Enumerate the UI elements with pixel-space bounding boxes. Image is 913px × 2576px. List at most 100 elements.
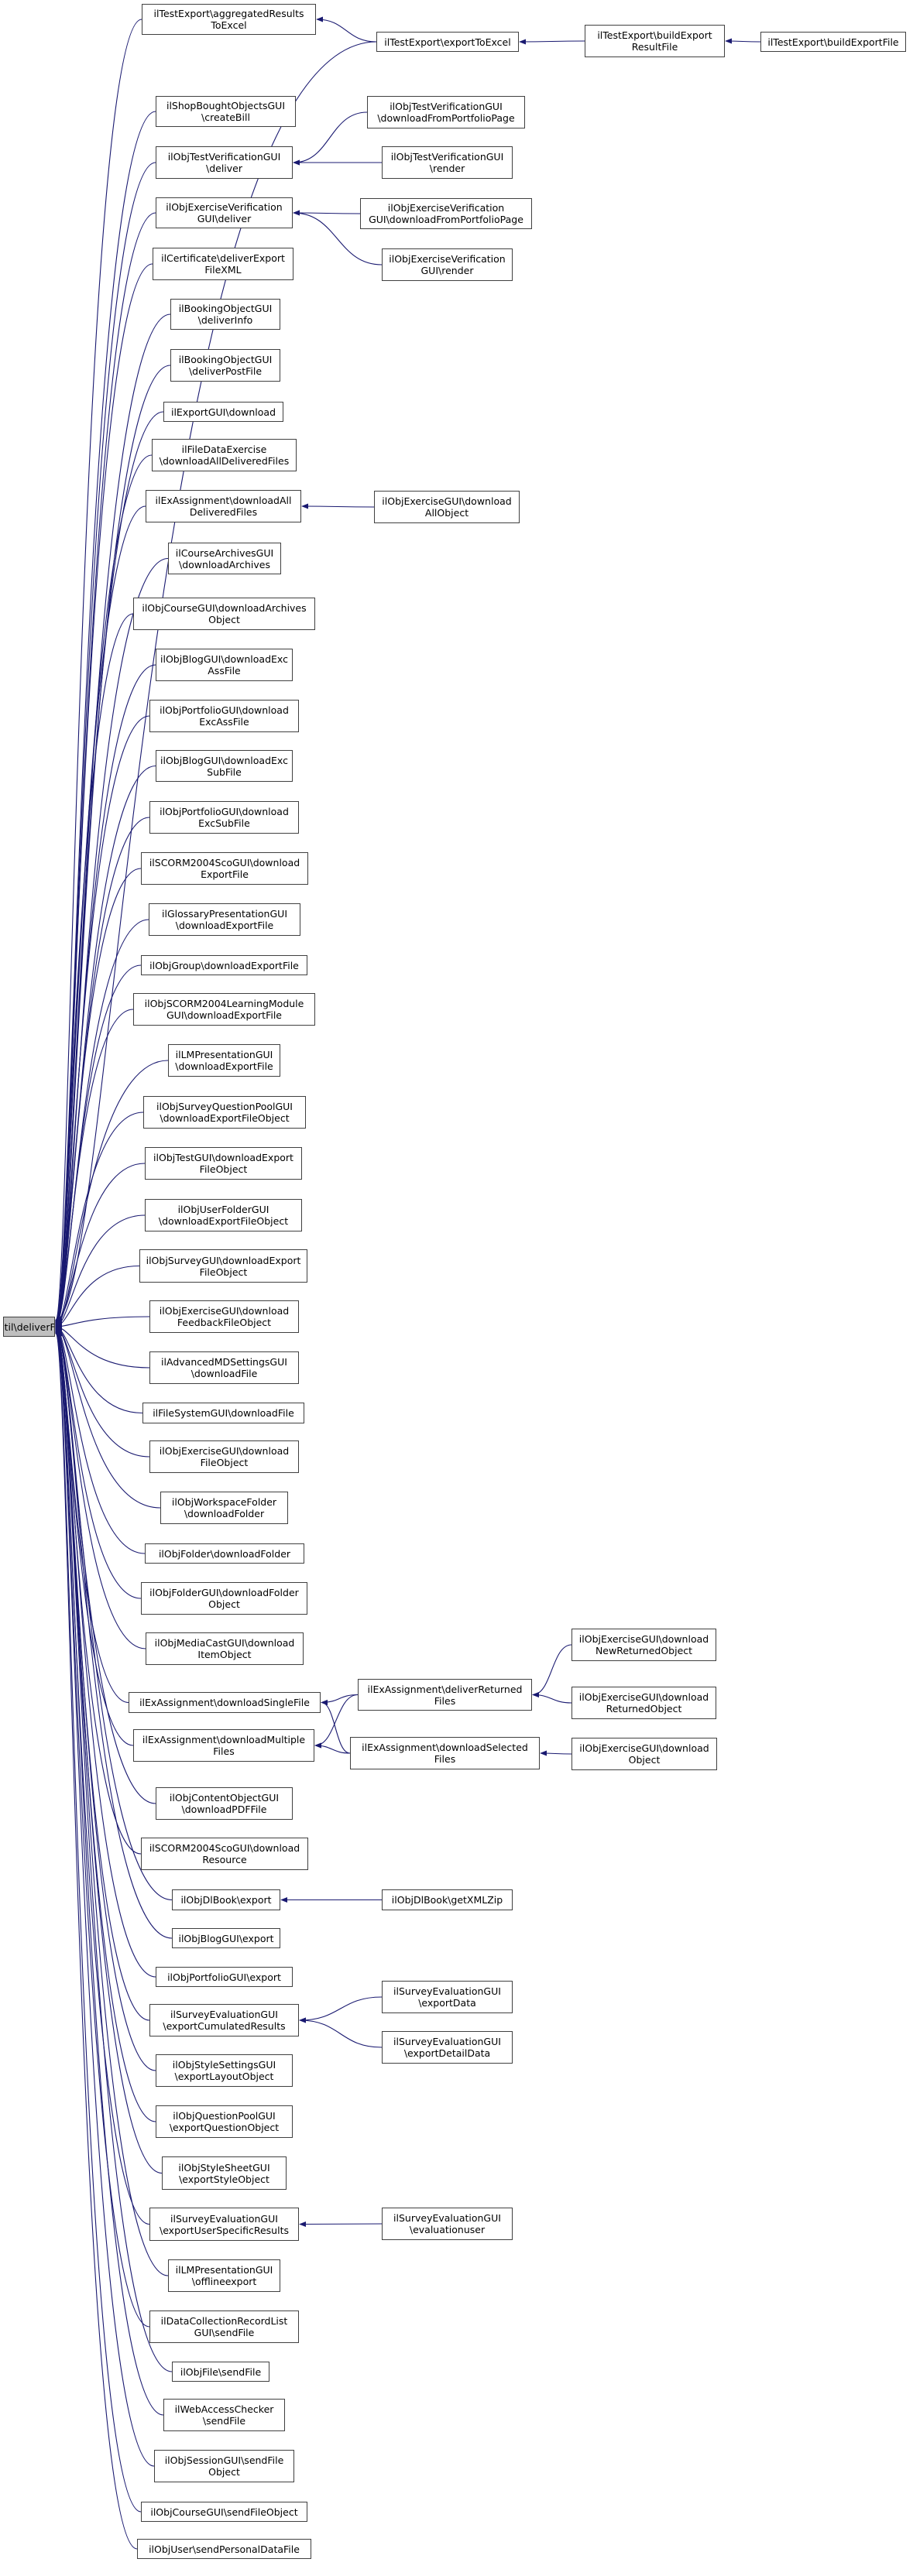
graph-node-bookingPost[interactable]: ilBookingObjectGUI\deliverPostFile (170, 349, 280, 382)
node-label: ilObjTestGUI\downloadExport (153, 1152, 293, 1163)
edge-portExport-to-root (55, 1327, 156, 1978)
graph-node-courseSend[interactable]: ilObjCourseGUI\sendFileObject (141, 2502, 307, 2522)
graph-node-userSend[interactable]: ilObjUser\sendPersonalDataFile (137, 2539, 311, 2559)
graph-node-fileDataAll[interactable]: ilFileDataExercise\downloadAllDeliveredF… (152, 439, 297, 471)
node-label: FileObject (199, 1163, 248, 1175)
node-label: ilObjFolder\downloadFolder (158, 1547, 291, 1560)
graph-node-surveyEvalUser[interactable]: ilSurveyEvaluationGUI\evaluationuser (382, 2208, 513, 2240)
node-label: SubFile (207, 766, 242, 778)
graph-node-dlBookExport[interactable]: ilObjDlBook\export (172, 1889, 280, 1910)
node-label: ilObjStyleSheetGUI (178, 2161, 270, 2174)
graph-node-fileSend[interactable]: ilObjFile\sendFile (172, 2362, 269, 2382)
node-label: \downloadPDFFile (181, 1804, 267, 1815)
graph-node-surveyCumulated[interactable]: ilSurveyEvaluationGUI\exportCumulatedRes… (149, 2004, 299, 2036)
graph-node-contentPDF[interactable]: ilObjContentObjectGUI\downloadPDFFile (156, 1787, 293, 1820)
node-label: ilLMPresentationGUI (175, 2264, 273, 2276)
edge-exVerPortfolio-to-exVerDeliver (293, 210, 361, 216)
node-label: ilGlossaryPresentationGUI (162, 908, 287, 920)
graph-node-lmPres[interactable]: ilLMPresentationGUI\downloadExportFile (168, 1044, 280, 1077)
node-label: ilSurveyEvaluationGUI (170, 2212, 278, 2225)
node-label: ilObjExerciseGUI\download (578, 1633, 709, 1645)
graph-node-group[interactable]: ilObjGroup\downloadExportFile (141, 955, 307, 975)
node-label: ilObjExerciseGUI\download (159, 1445, 290, 1457)
node-label: ilObjExerciseGUI\download (382, 495, 512, 507)
graph-node-glossary[interactable]: ilGlossaryPresentationGUI\downloadExport… (149, 903, 300, 936)
graph-node-portExport[interactable]: ilObjPortfolioGUI\export (156, 1967, 293, 1987)
graph-node-qpoolExport[interactable]: ilObjQuestionPoolGUI\exportQuestionObjec… (156, 2105, 293, 2138)
graph-node-buildExportFile[interactable]: ilTestExport\buildExportFile (760, 32, 906, 52)
node-label: Object (208, 2466, 240, 2478)
node-label: ilObjDlBook\getXMLZip (391, 1894, 503, 1906)
graph-node-surveyQPool[interactable]: ilObjSurveyQuestionPoolGUI\downloadExpor… (143, 1096, 306, 1129)
graph-node-testVerRender[interactable]: ilObjTestVerificationGUI\render (382, 146, 513, 179)
node-label: Object (628, 1754, 661, 1766)
edge-scormExport-to-root (55, 868, 142, 1327)
node-label: \deliverPostFile (188, 365, 263, 377)
graph-node-testVerPortfolio[interactable]: ilObjTestVerificationGUI\downloadFromPor… (367, 96, 525, 128)
graph-node-testVerDeliver[interactable]: ilObjTestVerificationGUI\deliver (156, 146, 293, 179)
graph-node-courseArchives[interactable]: ilCourseArchivesGUI\downloadArchives (168, 543, 281, 574)
node-label: \downloadExportFile (175, 920, 274, 931)
graph-node-exAssSingle[interactable]: ilExAssignment\downloadSingleFile (129, 1692, 321, 1713)
graph-node-surveyUserSpecific[interactable]: ilSurveyEvaluationGUI\exportUserSpecific… (149, 2208, 299, 2241)
graph-node-exportDownload[interactable]: ilExportGUI\download (163, 402, 283, 422)
graph-node-styleLayout[interactable]: ilObjStyleSettingsGUI\exportLayoutObject (156, 2054, 293, 2087)
graph-node-workspace[interactable]: ilObjWorkspaceFolder\downloadFolder (160, 1492, 288, 1524)
node-label: ilObjExerciseVerification (166, 201, 283, 213)
node-label: \downloadFile (190, 1368, 258, 1379)
graph-node-webAccess[interactable]: ilWebAccessChecker\sendFile (163, 2399, 285, 2431)
graph-node-fsGui[interactable]: ilFileSystemGUI\downloadFile (142, 1403, 304, 1423)
graph-node-createBill[interactable]: ilShopBoughtObjectsGUI\createBill (156, 96, 296, 127)
edge-courseArchObj-to-root (55, 613, 134, 1326)
graph-node-surveyExportData[interactable]: ilSurveyEvaluationGUI\exportData (382, 1981, 513, 2013)
node-label: ilSurveyEvaluationGUI (393, 2212, 501, 2224)
graph-node-lmOffline[interactable]: ilLMPresentationGUI\offlineexport (168, 2259, 280, 2292)
node-label: \exportStyleObject (179, 2173, 269, 2185)
graph-node-advMD[interactable]: ilAdvancedMDSettingsGUI\downloadFile (149, 1351, 299, 1384)
edge-webAccess-to-root (55, 1330, 164, 2416)
graph-node-blogExport[interactable]: ilObjBlogGUI\export (172, 1928, 280, 1948)
node-label: ExportFile (201, 868, 249, 880)
node-label: AllObject (424, 507, 469, 519)
graph-node-styleSheet[interactable]: ilObjStyleSheetGUI\exportStyleObject (162, 2156, 287, 2190)
node-label: ilExAssignment\deliverReturned (367, 1683, 523, 1695)
graph-node-userFolder[interactable]: ilObjUserFolderGUI\downloadExportFileObj… (145, 1199, 302, 1231)
graph-node-dlBookXML[interactable]: ilObjDlBook\getXMLZip (382, 1889, 513, 1910)
graph-node-bookingInfo[interactable]: ilBookingObjectGUI\deliverInfo (170, 299, 280, 330)
graph-node-exportToExcel[interactable]: ilTestExport\exportToExcel (376, 32, 519, 52)
graph-node-deliverFile[interactable]: ilUtil\deliverFile (3, 1317, 55, 1337)
node-label: ilBookingObjectGUI (178, 354, 273, 365)
graph-node-surveyExportDetail[interactable]: ilSurveyEvaluationGUI\exportDetailData (382, 2031, 513, 2064)
graph-node-folder[interactable]: ilObjFolder\downloadFolder (145, 1543, 304, 1564)
